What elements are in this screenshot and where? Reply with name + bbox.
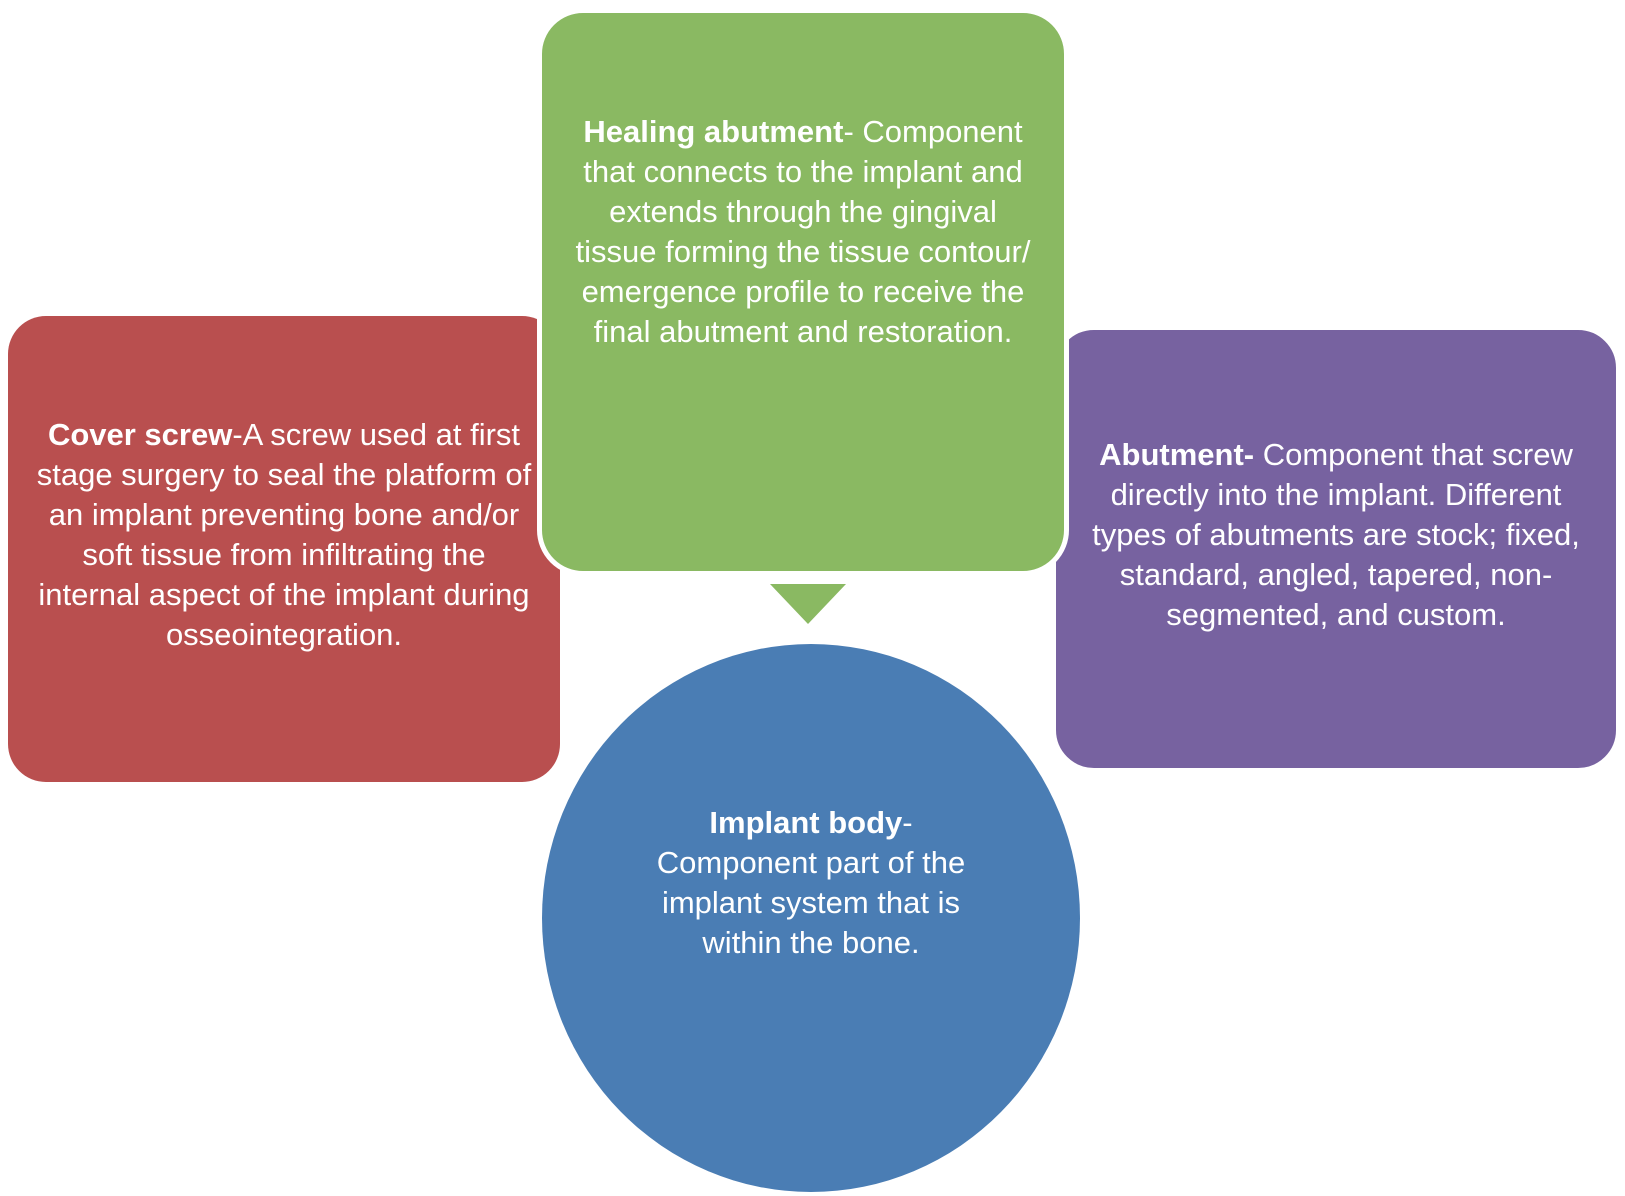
abutment-text: Abutment- Component that screw directly … [1086,435,1586,635]
implant-body-definition: - Component part of the implant system t… [656,805,966,960]
abutment-term: Abutment- [1099,437,1255,472]
cover-screw-term: Cover screw [47,417,233,452]
arrow-shape [770,584,846,624]
implant-body-circle: Implant body- Component part of the impl… [542,644,1080,1192]
healing-abutment-definition: - Component that connects to the implant… [575,114,1031,349]
abutment-definition: Component that screw directly into the i… [1092,437,1580,632]
healing-abutment-term: Healing abutment [583,114,844,149]
cover-screw-text: Cover screw-A screw used at first stage … [34,415,534,655]
cover-screw-box: Cover screw-A screw used at first stage … [8,316,560,782]
healing-abutment-box: Healing abutment- Component that connect… [537,8,1069,576]
cover-screw-definition: -A screw used at first stage surgery to … [36,417,532,652]
implant-body-text: Implant body- Component part of the impl… [652,803,970,963]
healing-abutment-text: Healing abutment- Component that connect… [572,112,1034,352]
abutment-box: Abutment- Component that screw directly … [1052,326,1620,772]
implant-body-term: Implant body [709,805,903,840]
down-triangle-arrow-icon [770,584,846,624]
